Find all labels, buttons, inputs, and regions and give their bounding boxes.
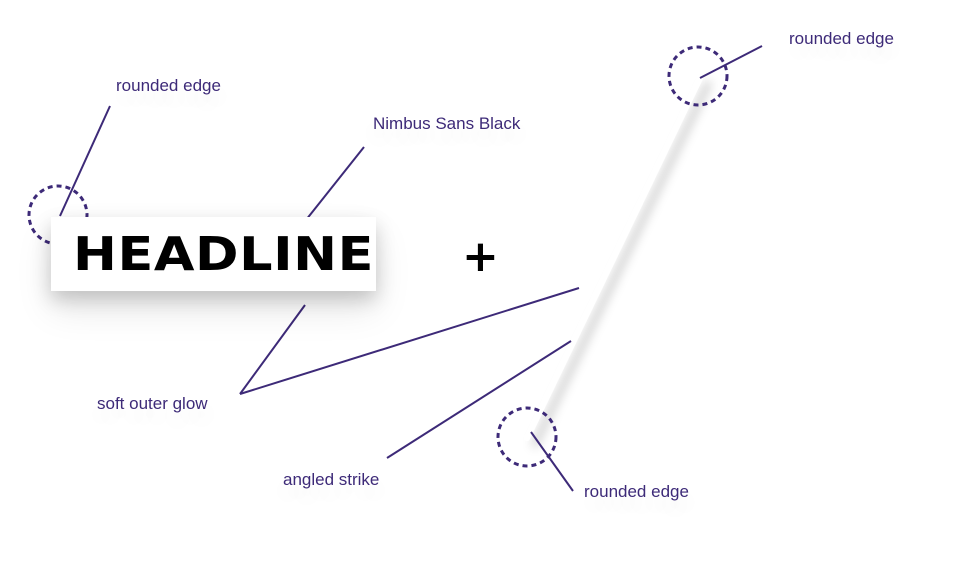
- label-angled-strike: angled strike: [283, 470, 380, 489]
- leader-font-name: [301, 146, 365, 226]
- rounded-edge-circle-top-right: [667, 45, 729, 107]
- label-soft-outer-glow: soft outer glow: [97, 394, 208, 413]
- plus-sign: +: [462, 231, 499, 282]
- leader-rounded-edge-top-right: [699, 45, 763, 79]
- label-rounded-edge-top-right: rounded edge: [789, 29, 894, 48]
- leader-rounded-edge-bottom: [530, 431, 574, 492]
- leader-glow-to-strike: [239, 287, 580, 395]
- rounded-edge-circle-bottom: [496, 406, 558, 468]
- headline-box: HEADLINE: [51, 217, 376, 291]
- label-rounded-edge-bottom: rounded edge: [584, 482, 689, 501]
- leader-rounded-edge-top-left: [59, 105, 111, 217]
- label-font-name: Nimbus Sans Black: [373, 114, 521, 133]
- headline-text: HEADLINE: [73, 227, 375, 281]
- leader-glow-to-headline: [239, 304, 306, 395]
- leader-angled-strike: [386, 340, 572, 459]
- label-rounded-edge-top-left: rounded edge: [116, 76, 221, 95]
- angled-strike-line: [524, 75, 703, 441]
